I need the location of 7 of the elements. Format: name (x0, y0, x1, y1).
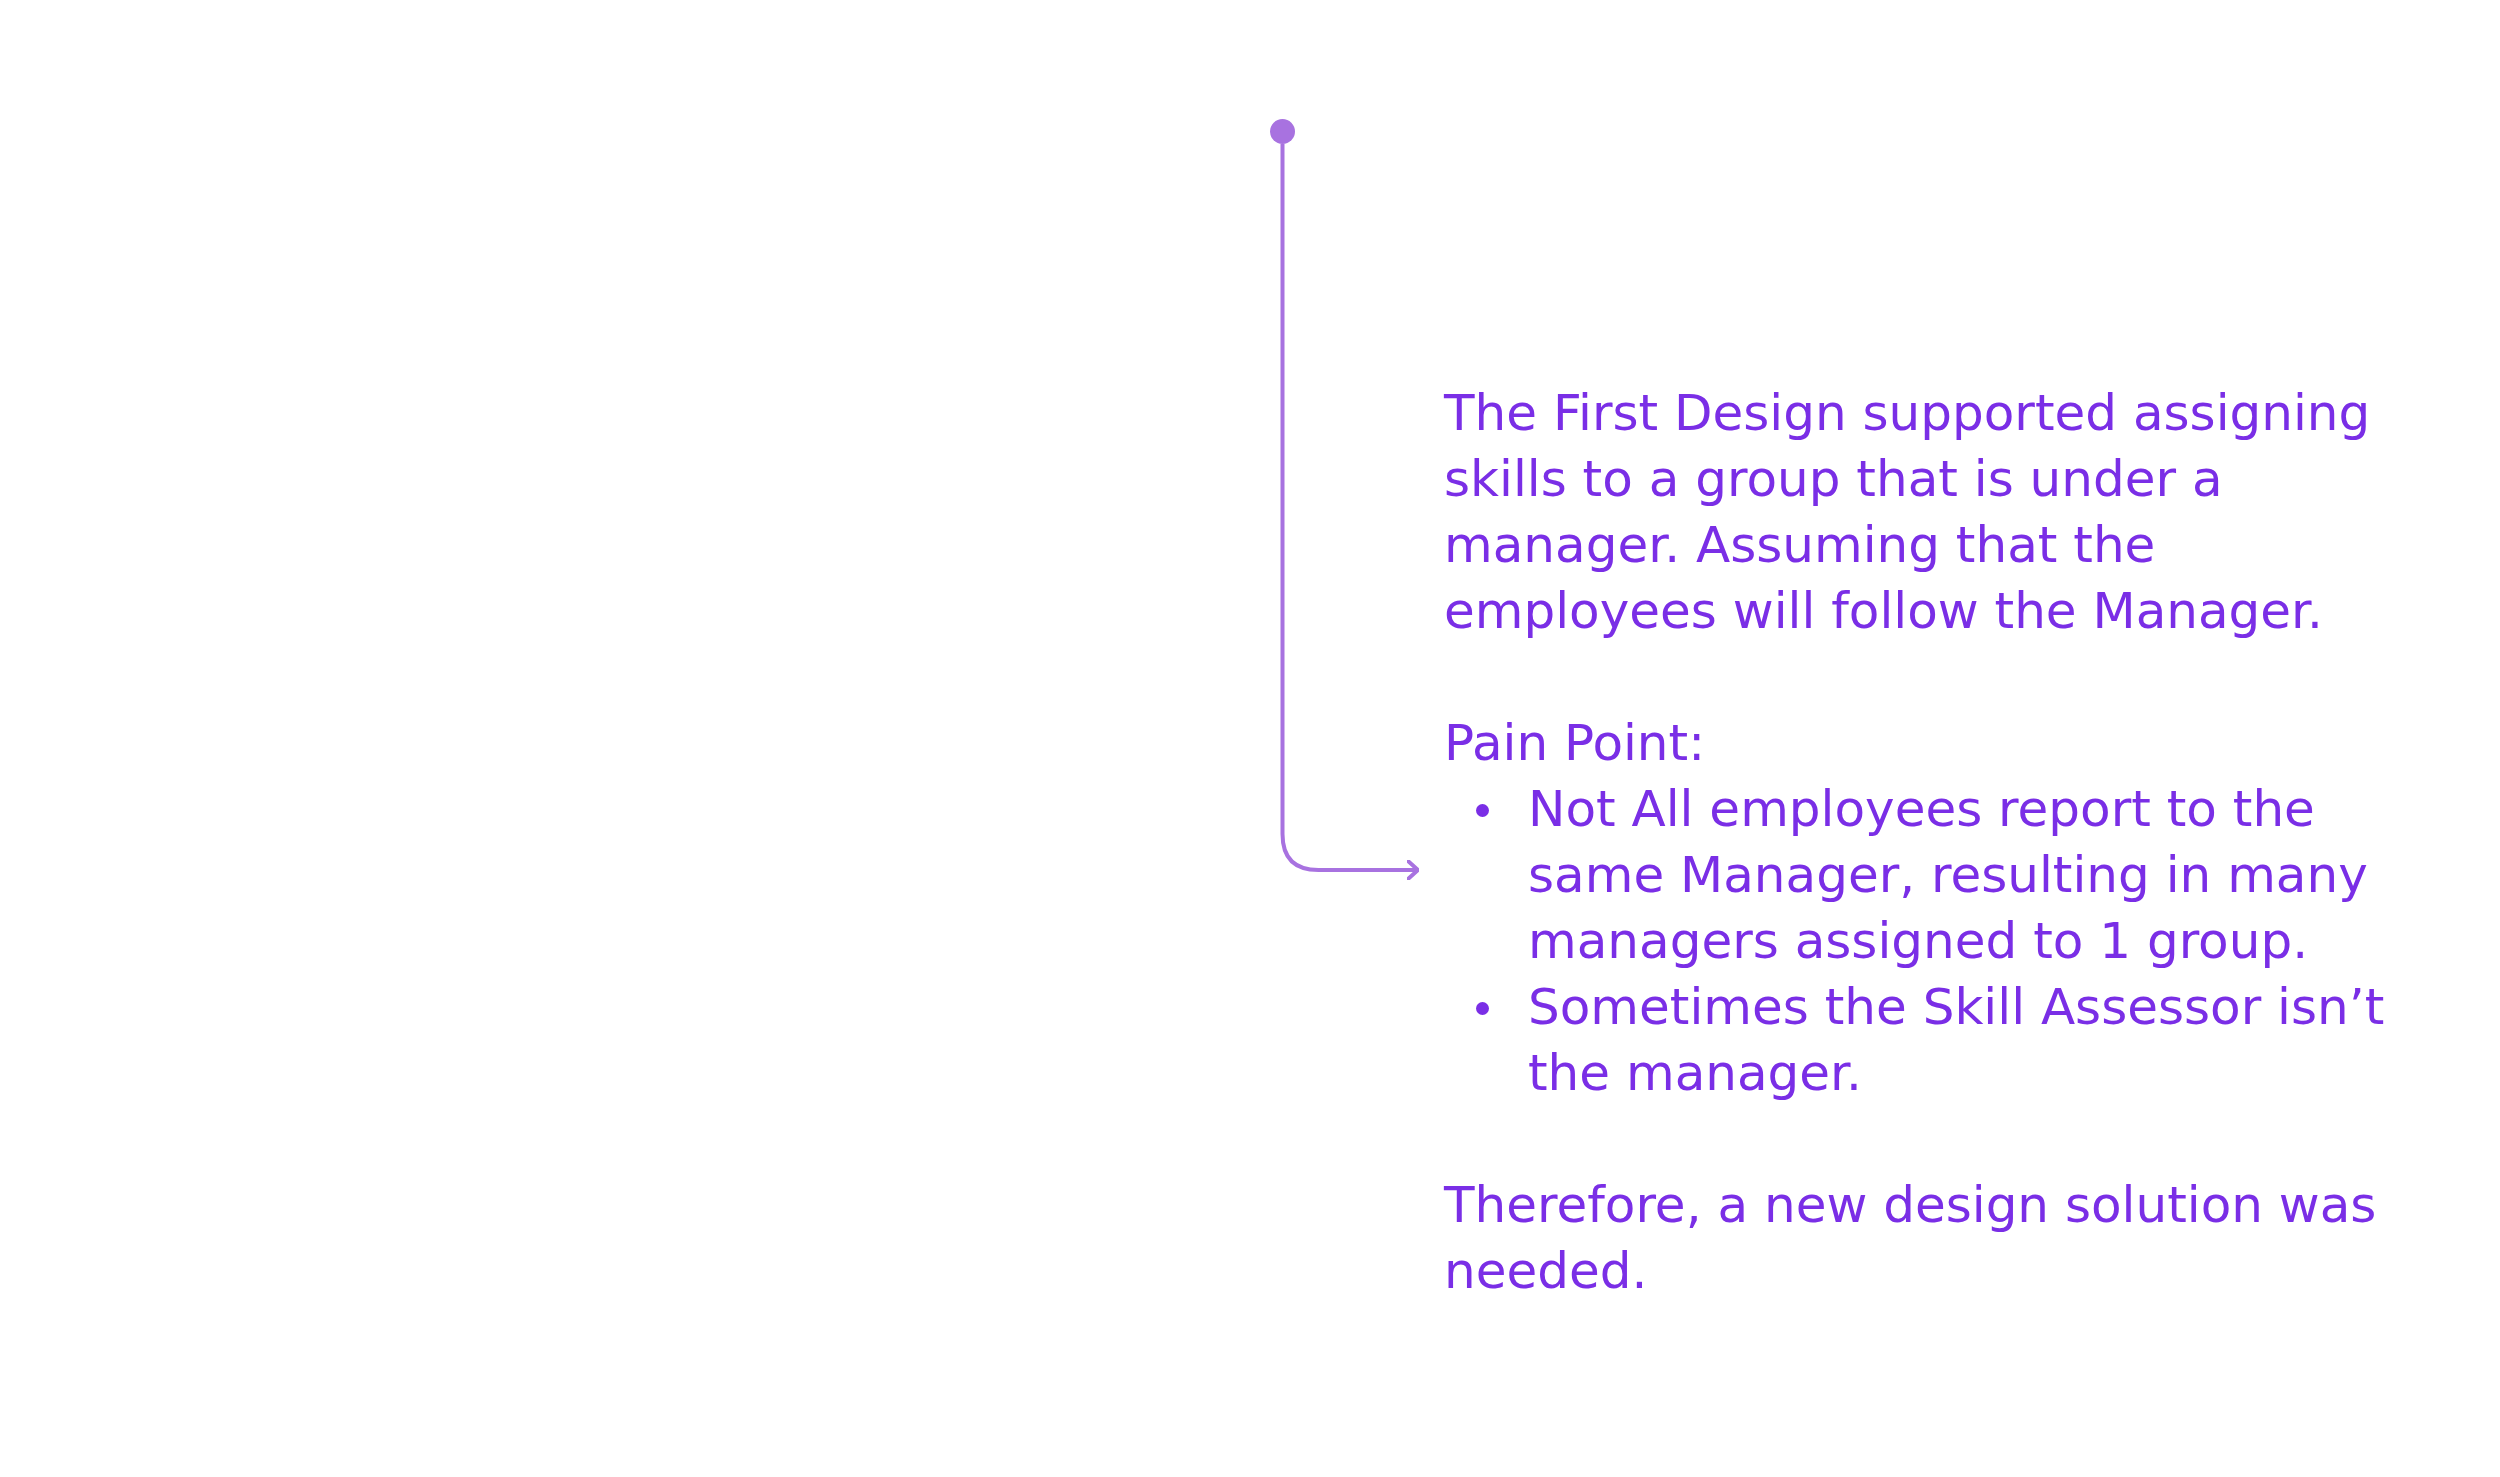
section-heading: Pain Point: (1444, 713, 1706, 774)
bullet-point: Sometimes the Skill Assessor isn’t the manager. (1528, 977, 2386, 1104)
bullet-point: Not All employees report to the same Manager, resulting in many managers assigned to 1 group. (1528, 779, 2369, 972)
leader-arrow (1280, 144, 1420, 881)
description-paragraph: The First Design supported assigning skills to a group that is under a manager. Assuming that the employees will follow the Manager. (1444, 383, 2372, 642)
start-dot (1270, 119, 1295, 144)
conclusion-paragraph: Therefore, a new design solution was needed. (1444, 1175, 2378, 1302)
